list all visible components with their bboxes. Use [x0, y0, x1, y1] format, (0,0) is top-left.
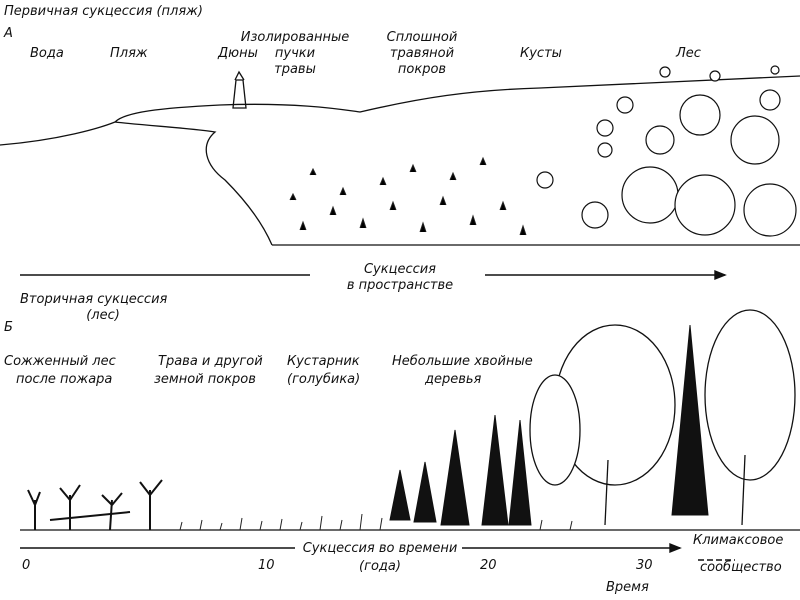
stage-burned-2: после пожара [16, 372, 113, 387]
ground-cover [179, 513, 573, 531]
stage-grass-1: Трава и другой [158, 354, 263, 369]
zone-isolated-grass-2: пучки [274, 46, 316, 61]
time-arrow [20, 542, 735, 561]
zone-grass-cover-2: травяной [389, 46, 455, 61]
zone-grass-cover-1: Сплошной [386, 30, 458, 45]
time-axis-label-2: (года) [359, 559, 401, 574]
conifer-trees [389, 324, 709, 526]
panel-b-title-1: Вторичная сукцессия [20, 292, 168, 307]
tick-10: 10 [258, 558, 275, 573]
lighthouse-icon [232, 70, 247, 109]
climax-label-1: Климаксовое [693, 533, 784, 548]
stage-conifer-1: Небольшие хвойные [392, 354, 533, 369]
zone-water: Вода [30, 46, 64, 61]
panel-b-letter: Б [4, 320, 13, 335]
climax-label-2: сообщество [700, 560, 782, 575]
space-axis-label-1: Сукцессия [363, 262, 437, 277]
zone-isolated-grass-1: Изолированные [240, 30, 350, 45]
zone-grass-cover-3: покров [397, 62, 447, 77]
grass-tufts [289, 156, 527, 236]
coastline [0, 75, 800, 146]
stage-conifer-2: деревья [425, 372, 482, 387]
panel-a-title: Первичная сукцессия (пляж) [4, 4, 203, 19]
panel-b-title-2: (лес) [86, 308, 120, 323]
panel-a-landscape [0, 75, 800, 246]
zone-forest: Лес [676, 46, 701, 61]
panel-a-letter: А [4, 26, 13, 41]
stage-shrub-1: Кустарник [287, 354, 360, 369]
climax-forest [529, 309, 796, 526]
zone-shrubs: Кусты [520, 46, 562, 61]
tick-20: 20 [480, 558, 497, 573]
beach-shore [114, 121, 273, 246]
zone-beach: Пляж [110, 46, 148, 61]
space-axis-label-2: в пространстве [346, 278, 454, 293]
zone-isolated-grass-3: травы [274, 62, 316, 77]
burned-trees [27, 479, 163, 531]
tick-30: 30 [636, 558, 653, 573]
stage-grass-2: земной покров [154, 372, 256, 387]
time-label: Время [606, 580, 649, 595]
zone-dunes: Дюны [218, 46, 258, 61]
time-axis-label-1: Сукцессия во времени [302, 541, 458, 556]
tick-0: 0 [22, 558, 31, 573]
space-arrow [20, 269, 727, 281]
stage-burned-1: Сожженный лес [4, 354, 116, 369]
panel-a-trees [536, 65, 797, 237]
stage-shrub-2: (голубика) [287, 372, 361, 387]
